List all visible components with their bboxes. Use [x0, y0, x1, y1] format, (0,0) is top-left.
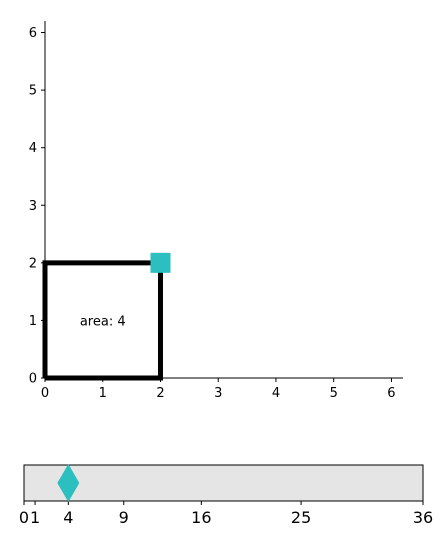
y-tick-label: 0 — [29, 372, 37, 387]
x-tick-label: 3 — [214, 386, 222, 401]
y-tick-label: 5 — [29, 84, 37, 99]
x-tick-label: 5 — [330, 386, 338, 401]
slider-track[interactable] — [23, 464, 424, 502]
y-tick-label: 6 — [29, 26, 37, 41]
slider-tick-label: 16 — [191, 508, 211, 527]
slider-handle[interactable] — [57, 464, 80, 502]
y-tick-label: 2 — [29, 256, 37, 271]
slider-tick-label: 36 — [413, 508, 433, 527]
x-tick-label: 2 — [156, 386, 164, 401]
x-tick-label: 0 — [41, 386, 49, 401]
area-annotation: area: 4 — [80, 314, 126, 329]
x-tick-label: 6 — [387, 386, 395, 401]
x-tick-label: 4 — [272, 386, 280, 401]
x-tick-label: 1 — [99, 386, 107, 401]
y-tick-label: 3 — [29, 199, 37, 214]
slider-tick-label: 9 — [119, 508, 129, 527]
y-tick-label: 1 — [29, 314, 37, 329]
y-tick-label: 4 — [29, 141, 37, 156]
slider-tick-label: 1 — [30, 508, 40, 527]
corner-handle-marker[interactable] — [150, 252, 171, 273]
slider-tick-label: 4 — [63, 508, 73, 527]
main-plot: 0 1 2 3 4 5 6 0 1 2 3 4 5 6 area: 4 — [29, 21, 403, 401]
slider-tick-label: 25 — [291, 508, 311, 527]
slider-tick-label: 0 — [19, 508, 29, 527]
